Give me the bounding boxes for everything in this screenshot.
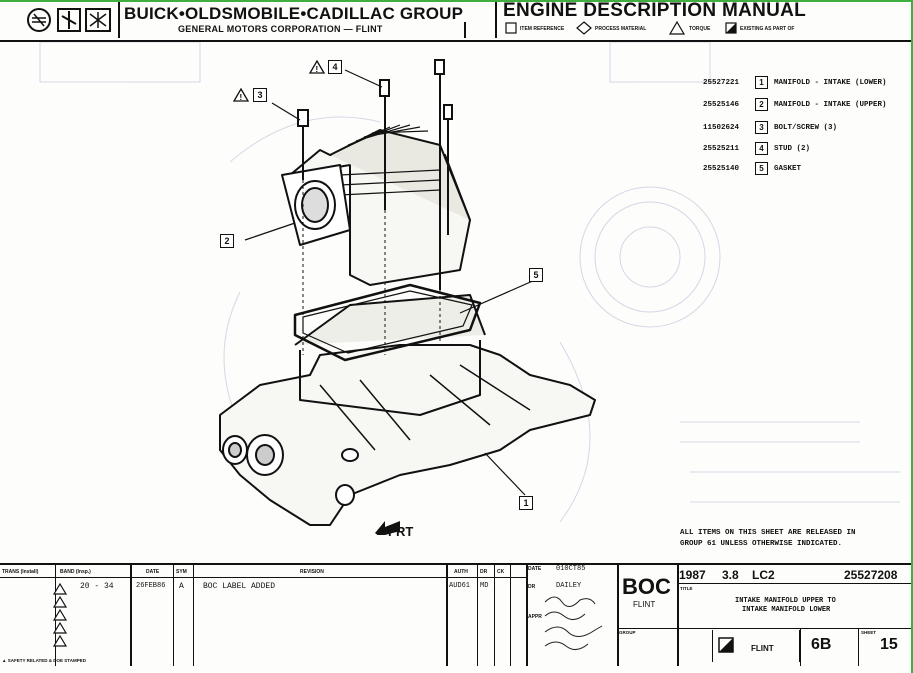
buick-logo-icon	[27, 8, 51, 32]
appr-label: APPR	[528, 614, 542, 620]
drawn-value: DAILEY	[556, 582, 582, 590]
legend-torque: TORQUE	[689, 26, 711, 32]
part-number: 25525146	[703, 100, 740, 109]
part-description: MANIFOLD - INTAKE (LOWER)	[774, 78, 887, 87]
date-value: 010CT85	[556, 565, 586, 573]
footer-note: ▲ SAFETY RELATED & DOE STAMPED	[2, 658, 86, 663]
legend-item-ref: ITEM REFERENCE	[520, 26, 565, 32]
drawing-title-2: INTAKE MANIFOLD LOWER	[742, 606, 831, 614]
torque-warning-icon-3: !	[232, 87, 250, 107]
parts-list-row: 25525146 2 MANIFOLD - INTAKE (UPPER)	[703, 98, 887, 111]
sheet-value: 15	[880, 636, 898, 653]
flint-stamp: FLINT	[712, 630, 800, 662]
revision-triangle-icons	[52, 583, 68, 647]
title-label: TITLE	[680, 586, 693, 591]
date-label: DATE	[528, 566, 542, 572]
part-number: 25525140	[703, 164, 740, 173]
svg-text:!: !	[240, 93, 243, 102]
part-description: MANIFOLD - INTAKE (UPPER)	[774, 100, 887, 109]
part-number: 25527221	[703, 78, 740, 87]
item-number: 2	[755, 98, 768, 111]
signatures-handwritten	[544, 596, 603, 650]
direction-label: FRT	[388, 524, 414, 539]
item-number: 4	[755, 142, 768, 155]
parts-list-row: 25525211 4 STUD (2)	[703, 142, 810, 155]
group-value: 6B	[811, 636, 832, 653]
legend-process: PROCESS MATERIAL	[595, 26, 647, 32]
header-logos	[26, 6, 116, 39]
part-description: STUD (2)	[774, 144, 811, 153]
corp-subtitle: GENERAL MOTORS CORPORATION — FLINT	[178, 24, 383, 34]
callout-3: 3	[253, 88, 267, 102]
rev-sym: A	[179, 582, 184, 591]
part-description: BOLT/SCREW (3)	[774, 123, 838, 132]
col-header-band: BAND (Insp.)	[60, 569, 91, 575]
torque-warning-icon-4: !	[308, 59, 326, 79]
col-header-ck: CK	[497, 569, 505, 575]
exploded-view-drawing	[219, 59, 596, 535]
boc-flint: FLINT	[633, 600, 656, 609]
flint-stamp-label: FLINT	[751, 644, 774, 653]
drawing-title-1: INTAKE MANIFOLD UPPER TO	[735, 597, 836, 605]
item-number: 1	[755, 76, 768, 89]
col-header-trans: TRANS (Install)	[2, 569, 39, 575]
drawing-part-number: 25527208	[844, 568, 898, 582]
oldsmobile-logo-icon	[57, 8, 81, 32]
parts-list-row: 11502624 3 BOLT/SCREW (3)	[703, 121, 837, 134]
release-note-line: ALL ITEMS ON THIS SHEET ARE RELEASED IN	[680, 529, 856, 537]
parts-list-row: 25525140 5 GASKET	[703, 162, 801, 175]
item-number: 3	[755, 121, 768, 134]
legend-existing: EXISTING AS PART OF	[740, 26, 795, 32]
front-arrow-icon	[375, 521, 400, 535]
callout-4: 4	[328, 60, 342, 74]
release-note-line: GROUP 61 UNLESS OTHERWISE INDICATED.	[680, 540, 843, 548]
callout-1: 1	[519, 496, 533, 510]
model-year: 1987	[679, 568, 706, 582]
col-header-date: DATE	[146, 569, 160, 575]
engine-code: LC2	[752, 568, 775, 582]
boc-label: BOC	[622, 574, 671, 599]
col-header-dr: DR	[480, 569, 488, 575]
sheet-label: SHEET	[861, 630, 877, 635]
item-number: 5	[755, 162, 768, 175]
col-header-auth: AUTH	[454, 569, 468, 575]
part-description: GASKET	[774, 164, 802, 173]
col-header-sym: SYM	[176, 569, 187, 575]
cadillac-logo-icon	[85, 8, 111, 32]
manual-title: ENGINE DESCRIPTION MANUAL	[503, 0, 807, 21]
gasket	[293, 283, 482, 362]
drawn-label: DR	[528, 584, 536, 590]
callout-5: 5	[529, 268, 543, 282]
col-header-revision: REVISION	[300, 569, 324, 575]
callout-2: 2	[220, 234, 234, 248]
legend-bar: ITEM REFERENCE PROCESS MATERIAL TORQUE E…	[505, 21, 805, 35]
engine-size: 3.8	[722, 568, 739, 582]
parts-list-row: 25527221 1 MANIFOLD - INTAKE (LOWER)	[703, 76, 887, 89]
revision-text: BOC LABEL ADDED	[203, 582, 276, 591]
release-note: ALL ITEMS ON THIS SHEET ARE RELEASED IN …	[680, 528, 856, 550]
rev-auth: AUD61	[449, 582, 471, 590]
svg-text:!: !	[316, 65, 319, 74]
group-title: BUICK•OLDSMOBILE•CADILLAC GROUP	[124, 4, 464, 23]
rev-dr: MD	[480, 582, 489, 590]
band-value: 20 - 34	[80, 582, 114, 591]
group-label: GROUP	[619, 630, 636, 635]
part-number: 11502624	[703, 123, 740, 132]
part-number: 25525211	[703, 144, 740, 153]
lower-manifold	[219, 344, 596, 526]
rev-date: 26FEB86	[136, 582, 166, 590]
